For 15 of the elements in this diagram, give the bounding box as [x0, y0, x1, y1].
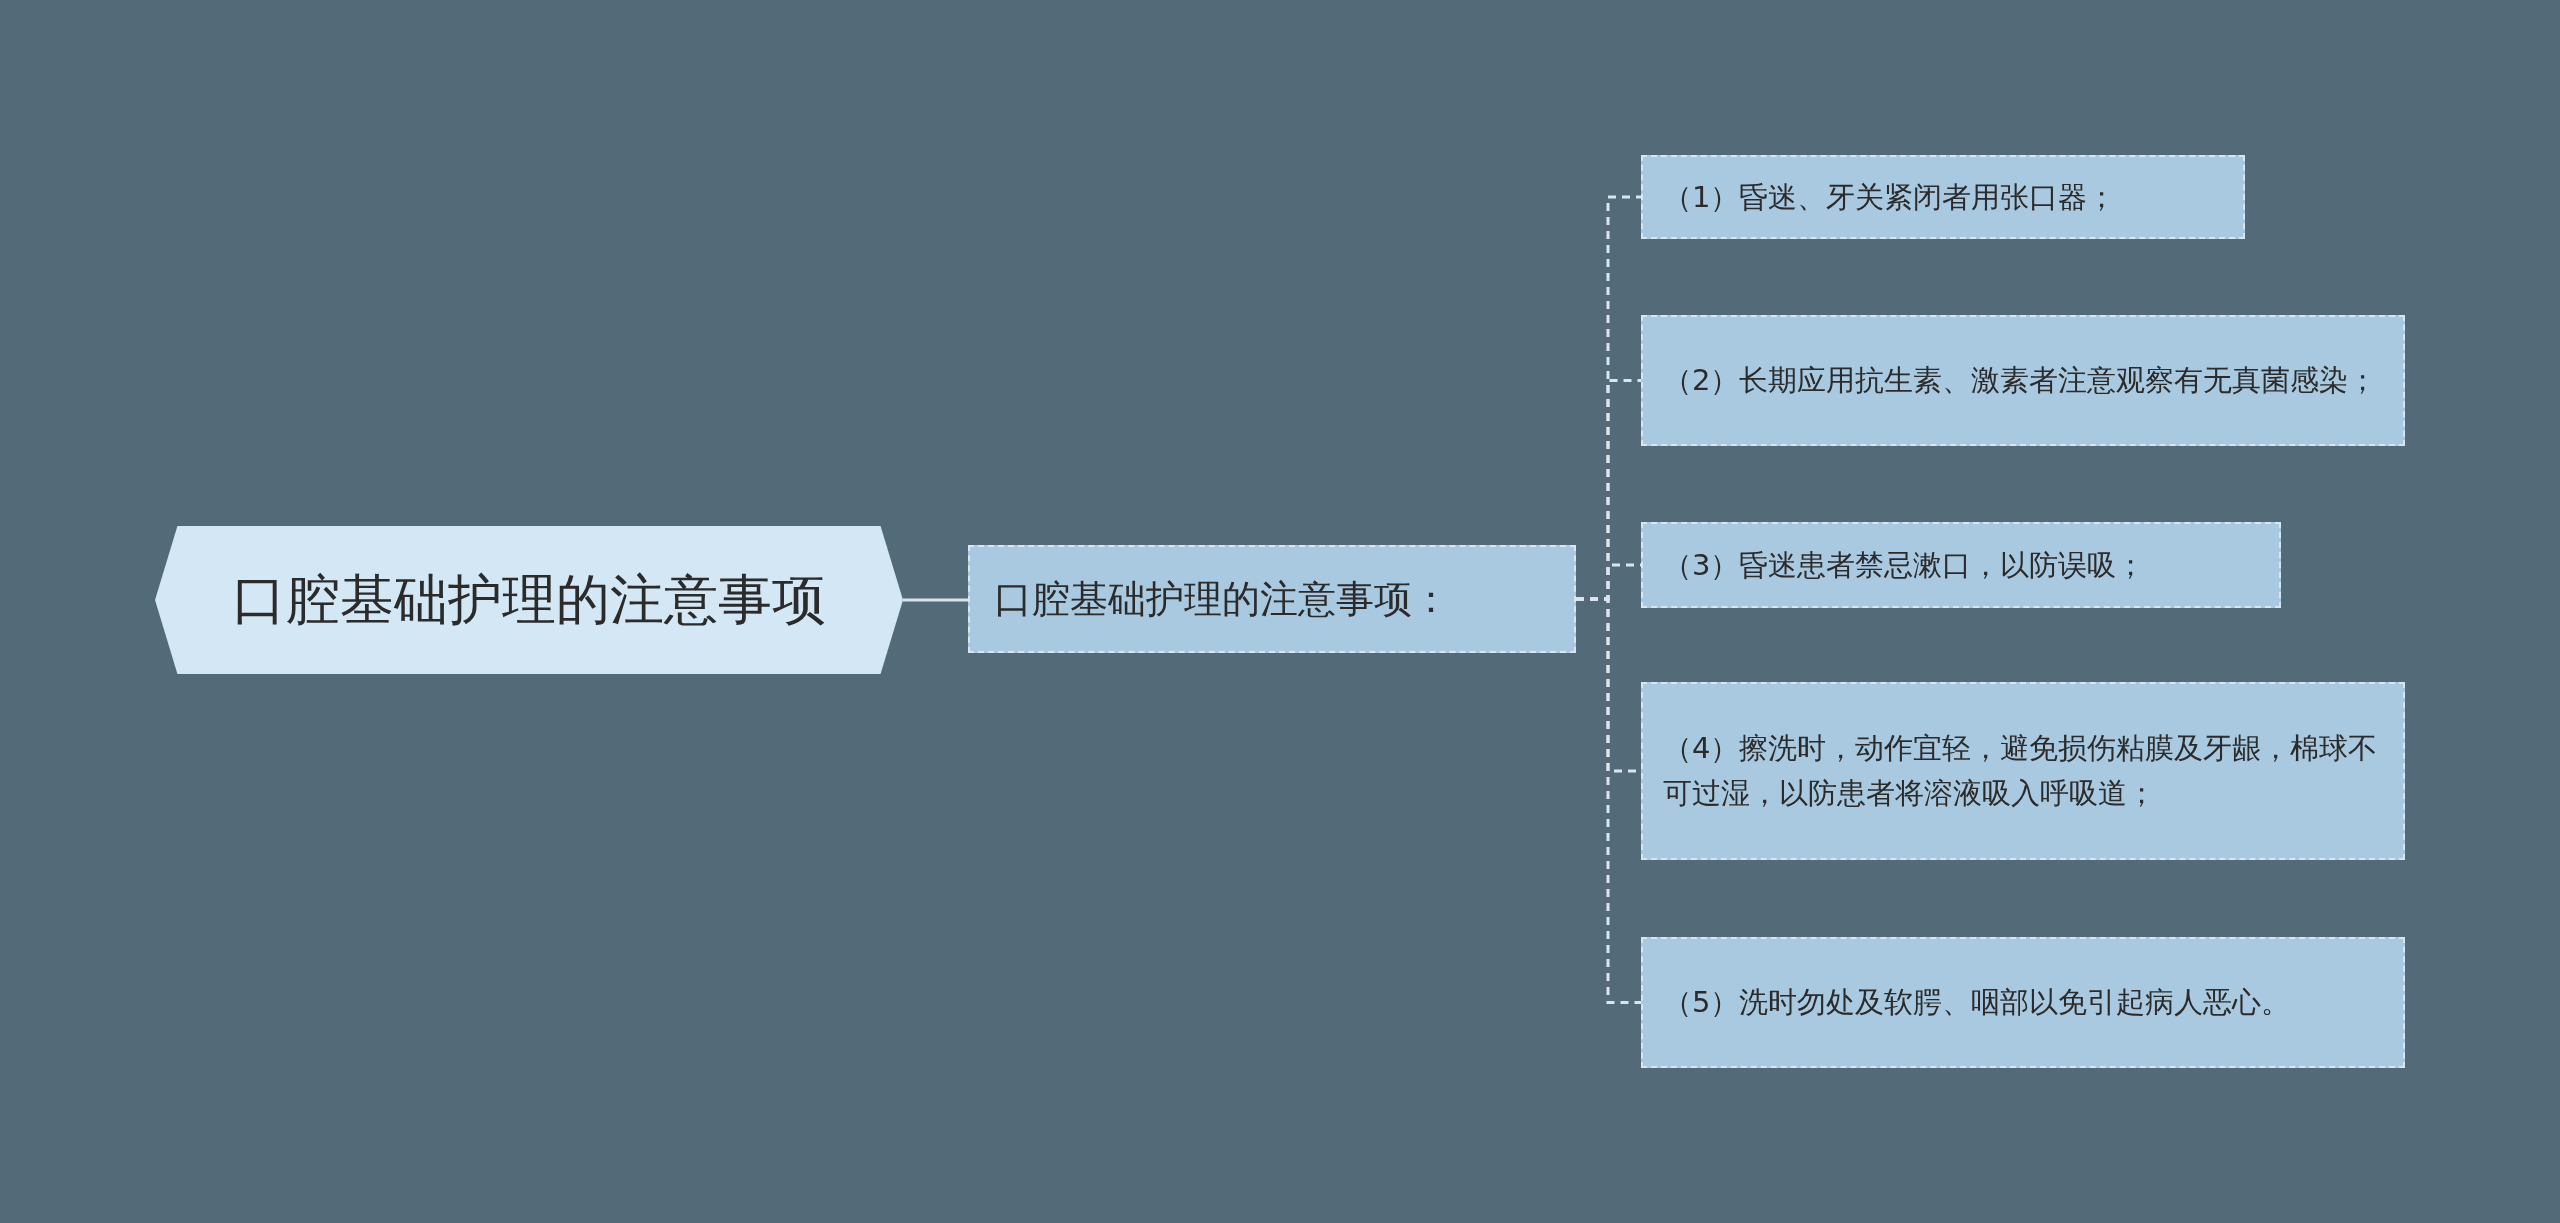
leaf-topic-box — [1641, 682, 2405, 860]
connector-line — [903, 598, 968, 602]
subtopic-box — [968, 545, 1576, 653]
leaf-topic-box — [1641, 315, 2405, 446]
topic-text: 口腔基础护理的注意事项： — [994, 575, 1450, 623]
topic-text: 口腔基础护理的注意事项 — [232, 566, 826, 633]
leaf-topic-box — [1641, 937, 2405, 1068]
topic-text: （2）长期应用抗生素、激素者注意观察有无真菌感染； — [1663, 362, 2378, 400]
topic-text: （5）洗时勿处及软腭、咽部以免引起病人恶心。 — [1663, 984, 2291, 1022]
topic-text: （1）昏迷、牙关紧闭者用张口器； — [1663, 178, 2117, 216]
leaf-topic-box — [1641, 522, 2281, 608]
topic-text: （3）昏迷患者禁忌漱口，以防误吸； — [1663, 546, 2146, 584]
connector-line — [1576, 597, 1641, 1004]
topic-text: （4）擦洗时，动作宜轻，避免损伤粘膜及牙龈，棉球不可过湿，以防患者将溶液吸入呼吸道； — [1663, 730, 2379, 812]
leaf-topic-box — [1641, 155, 2245, 239]
